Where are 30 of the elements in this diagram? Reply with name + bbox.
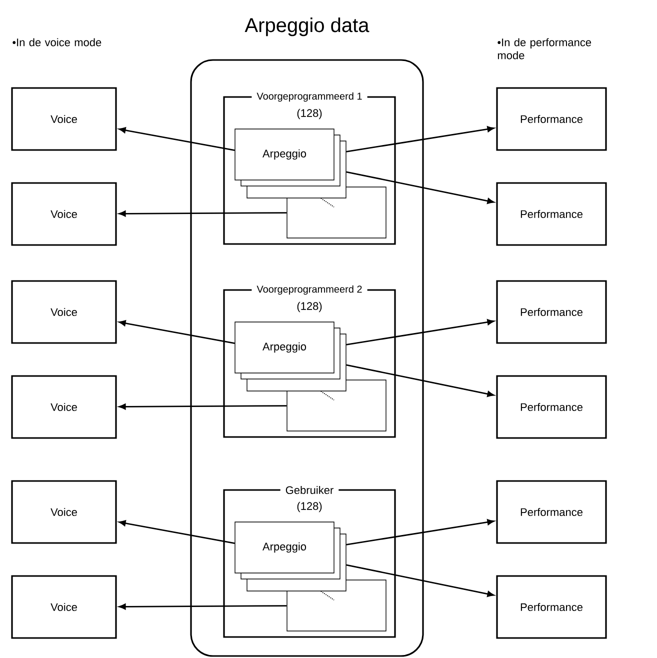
arrow — [346, 519, 494, 546]
mode-heading: •In de performance mode — [498, 38, 592, 60]
arrow — [346, 319, 494, 346]
card-stack: Arpeggio — [234, 522, 346, 592]
arrow — [118, 127, 235, 151]
mode-box: Voice — [11, 480, 117, 544]
arrow — [346, 126, 494, 152]
arrow — [118, 604, 287, 610]
arrow — [118, 404, 287, 410]
mode-box: Voice — [11, 182, 117, 246]
card-stack: Arpeggio — [234, 128, 346, 198]
card-stack: Arpeggio — [234, 322, 346, 392]
mode-box: Performance — [496, 280, 607, 344]
arrow — [346, 364, 494, 397]
mode-box: Performance — [496, 87, 607, 151]
mode-box: Voice — [11, 280, 117, 344]
mode-box: Performance — [496, 480, 607, 544]
mode-box: Voice — [11, 87, 117, 151]
mode-box: Performance — [496, 375, 607, 439]
mode-box: Performance — [496, 575, 607, 639]
arrow — [346, 564, 494, 597]
arrow — [118, 320, 235, 344]
arrow — [346, 171, 494, 204]
mode-heading: •In de voice mode — [12, 38, 102, 46]
mode-box: Performance — [496, 182, 607, 246]
mode-box: Voice — [11, 575, 117, 639]
node-label: Arpeggio data — [244, 18, 370, 36]
arrow — [118, 210, 287, 217]
arrow — [118, 520, 235, 544]
mode-box: Voice — [11, 375, 117, 439]
